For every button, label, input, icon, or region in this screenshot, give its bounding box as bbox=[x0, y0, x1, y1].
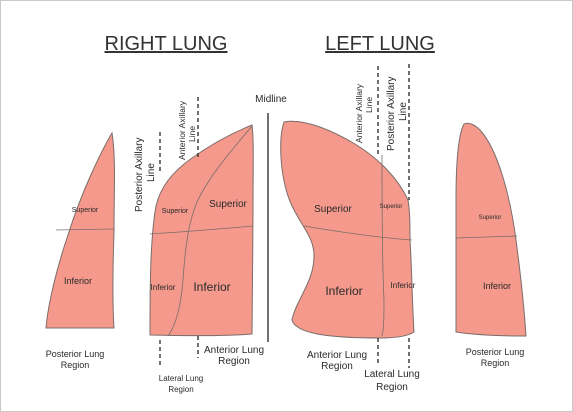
svg-text:Line: Line bbox=[364, 97, 374, 113]
region-label-right-lateral: Lateral Lung Region bbox=[159, 374, 203, 394]
midline-label: Midline bbox=[255, 94, 287, 105]
lobe-label-superior: Superior bbox=[380, 204, 403, 210]
right-posterior-lung: Superior Inferior bbox=[45, 131, 115, 329]
svg-text:Lateral Lung: Lateral Lung bbox=[159, 374, 203, 383]
lobe-label-superior: Superior bbox=[162, 208, 189, 215]
svg-text:Posterior Axillary: Posterior Axillary bbox=[134, 138, 145, 212]
lobe-label-superior: Superior bbox=[314, 204, 352, 215]
svg-text:Anterior Lung: Anterior Lung bbox=[204, 345, 264, 356]
svg-text:Region: Region bbox=[321, 361, 353, 372]
svg-text:Region: Region bbox=[61, 360, 90, 370]
svg-text:Posterior Lung: Posterior Lung bbox=[466, 347, 525, 357]
svg-text:Region: Region bbox=[218, 356, 250, 367]
region-label-left-anterior: Anterior Lung Region bbox=[307, 350, 367, 372]
right-posterior-axillary-label: Posterior Axillary Line bbox=[134, 138, 157, 212]
svg-text:Lateral Lung: Lateral Lung bbox=[364, 369, 420, 380]
right-anterior-axillary-label: Anterior Axillary Line bbox=[177, 100, 197, 160]
lobe-label-superior: Superior bbox=[209, 199, 247, 210]
right-lateral-lung: Superior Superior Inferior Inferior bbox=[149, 124, 254, 337]
svg-text:Anterior Axillary: Anterior Axillary bbox=[177, 100, 187, 160]
left-lung-title: LEFT LUNG bbox=[325, 33, 435, 55]
svg-text:Anterior Axillary: Anterior Axillary bbox=[354, 83, 364, 143]
svg-text:Line: Line bbox=[146, 163, 157, 182]
svg-text:Posterior Lung: Posterior Lung bbox=[46, 349, 105, 359]
lobe-label-inferior: Inferior bbox=[391, 281, 416, 290]
lobe-label-inferior: Inferior bbox=[483, 281, 511, 291]
lobe-label-superior: Superior bbox=[479, 215, 502, 221]
svg-text:Region: Region bbox=[376, 382, 408, 393]
lobe-label-inferior: Inferior bbox=[64, 276, 92, 286]
svg-text:Line: Line bbox=[398, 102, 409, 121]
svg-text:Anterior Lung: Anterior Lung bbox=[307, 350, 367, 361]
lobe-label-inferior: Inferior bbox=[151, 283, 176, 292]
region-label-right-posterior: Posterior Lung Region bbox=[46, 349, 105, 370]
region-label-left-lateral: Lateral Lung Region bbox=[364, 369, 420, 393]
left-posterior-axillary-label: Posterior Axillary Line bbox=[386, 77, 409, 151]
left-anterior-axillary-label: Anterior Axillary Line bbox=[354, 83, 374, 143]
svg-text:Region: Region bbox=[168, 385, 193, 394]
svg-text:Region: Region bbox=[481, 358, 510, 368]
region-label-right-anterior: Anterior Lung Region bbox=[204, 345, 264, 367]
right-lung-title: RIGHT LUNG bbox=[105, 33, 228, 55]
lobe-label-inferior: Inferior bbox=[193, 280, 230, 294]
left-lateral-lung: Superior Superior Inferior Inferior bbox=[280, 120, 416, 339]
svg-text:Posterior Axillary: Posterior Axillary bbox=[386, 77, 397, 151]
left-posterior-lung: Superior Inferior bbox=[455, 122, 527, 337]
lobe-label-superior: Superior bbox=[72, 207, 99, 214]
lobe-label-inferior: Inferior bbox=[325, 284, 362, 298]
svg-text:Line: Line bbox=[187, 126, 197, 142]
region-label-left-posterior: Posterior Lung Region bbox=[466, 347, 525, 368]
